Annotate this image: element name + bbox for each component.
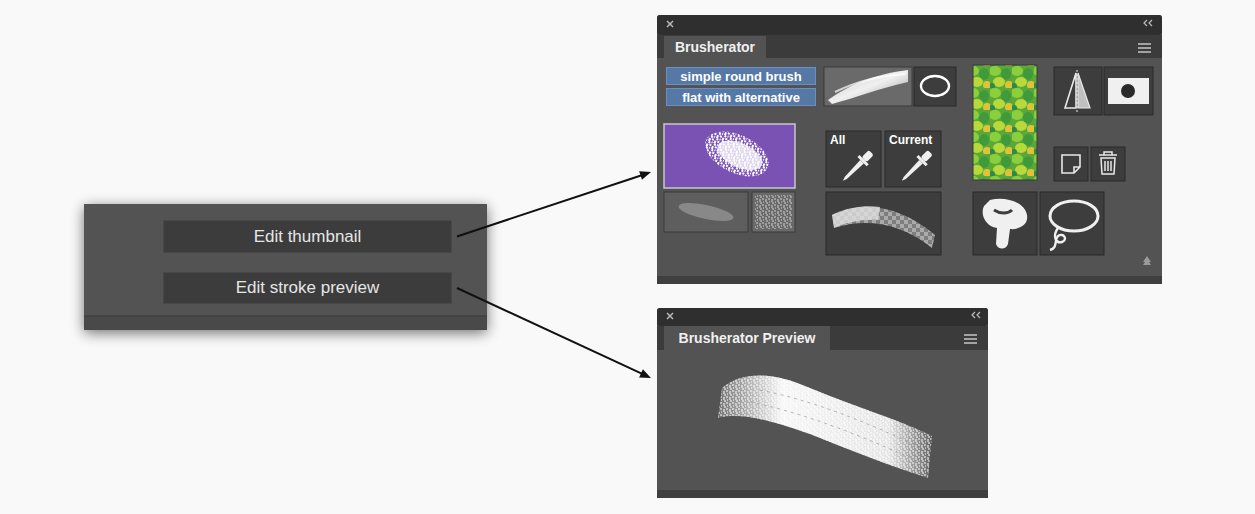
button-label: flat with alternative [682,90,800,105]
eyedropper-button: Current [885,131,945,187]
button-label: Edit stroke preview [236,278,380,298]
arrow-connector [457,171,651,236]
menu-button: Edit stroke preview [163,272,452,304]
eyedropper-button: All [826,131,885,187]
button-label: All [830,133,885,147]
button-label: Edit thumbnail [254,227,362,247]
arrow-connector [457,288,651,378]
panel-tab-title: Brusherator [664,36,766,58]
brush-name-label: simple round brush [666,67,816,85]
panel-tab-title: Brusherator Preview [664,326,830,350]
button-label: Current [889,133,945,147]
button-label: simple round brush [680,69,801,84]
preview-panel: Brusherator Preview [657,308,988,498]
brush-name-label: flat with alternative [666,88,816,106]
menu-button: Edit thumbnail [163,220,452,253]
brusherator-panel: Brusherator simple round brush flat with a… [657,15,1162,284]
